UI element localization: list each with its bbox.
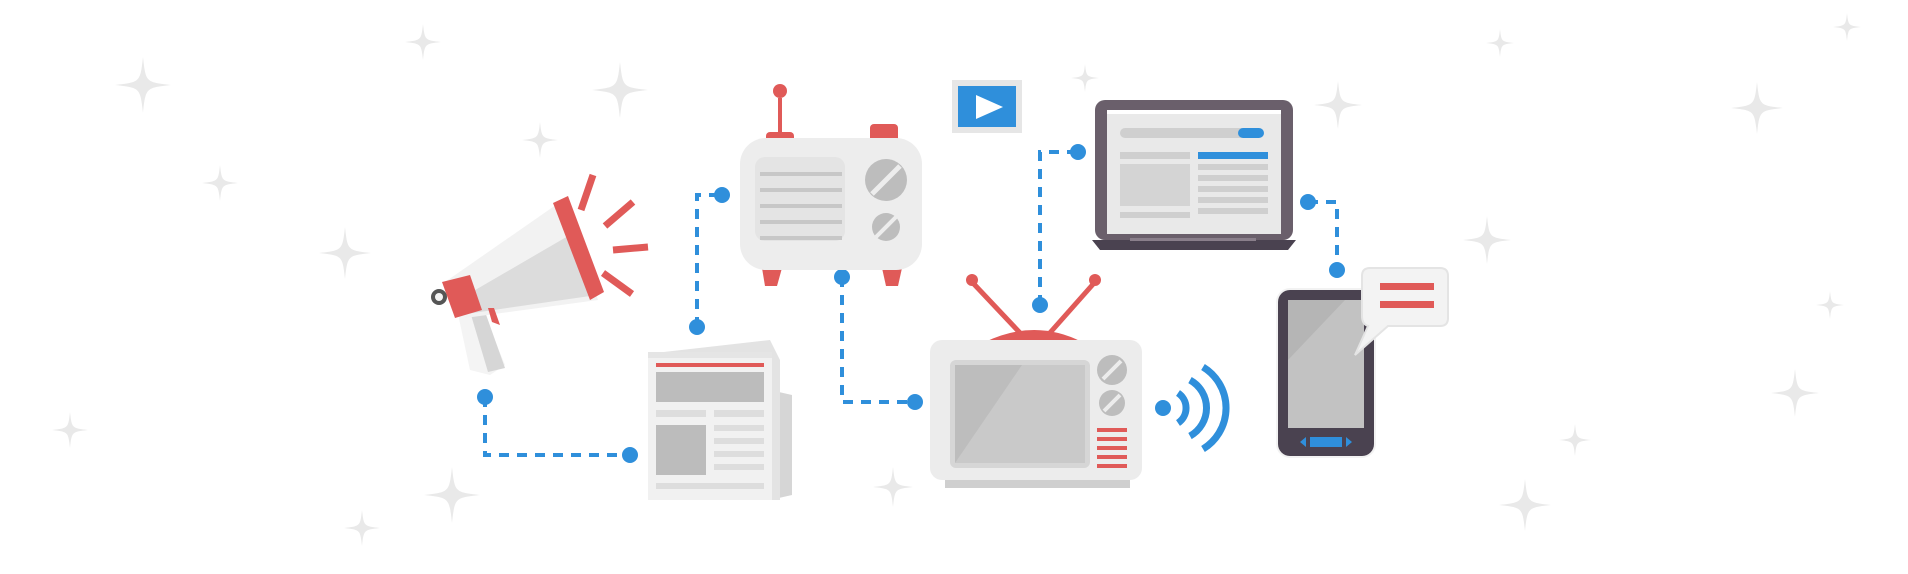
connector-radio-tv xyxy=(840,277,915,404)
laptop-icon xyxy=(1092,100,1296,250)
connector-newspaper-radio xyxy=(695,193,722,327)
sparkle-icon xyxy=(592,62,648,118)
sparkle-icon xyxy=(202,165,238,201)
sparkle-icon xyxy=(1559,424,1591,456)
sparkle-icon xyxy=(115,57,171,113)
sparkle-icon xyxy=(1486,29,1514,57)
sparkle-icon xyxy=(344,510,380,546)
connector-tv-laptop xyxy=(1038,150,1078,305)
sparkle-icon xyxy=(319,227,371,279)
television-icon xyxy=(930,274,1142,488)
sparkle-icon xyxy=(1463,216,1511,264)
sparkle-icon xyxy=(522,122,558,158)
connector-laptop-phone xyxy=(1308,200,1339,270)
connector-lines xyxy=(483,150,1339,457)
sparkle-icon xyxy=(1071,64,1099,92)
sparkle-icon xyxy=(1731,82,1783,134)
sparkle-icon xyxy=(405,24,441,60)
wifi-signal-icon xyxy=(1175,364,1230,452)
sparkle-icon xyxy=(1816,291,1844,319)
sparkle-icon xyxy=(1833,13,1861,41)
sparkle-icon xyxy=(1499,479,1551,531)
megaphone-icon xyxy=(431,173,649,375)
speech-bubble-icon xyxy=(1354,267,1449,356)
connector-dots xyxy=(477,144,1345,463)
sparkle-icon xyxy=(1314,81,1362,129)
sparkle-icon xyxy=(1771,369,1819,417)
play-button-icon xyxy=(952,80,1022,133)
sparkle-icon xyxy=(52,412,88,448)
connector-megaphone-newspaper xyxy=(483,397,630,457)
newspaper-icon xyxy=(648,340,792,500)
sparkle-icon xyxy=(424,467,480,523)
smartphone-icon xyxy=(1276,288,1376,458)
radio-icon xyxy=(740,84,922,286)
sparkle-icon xyxy=(873,467,913,507)
